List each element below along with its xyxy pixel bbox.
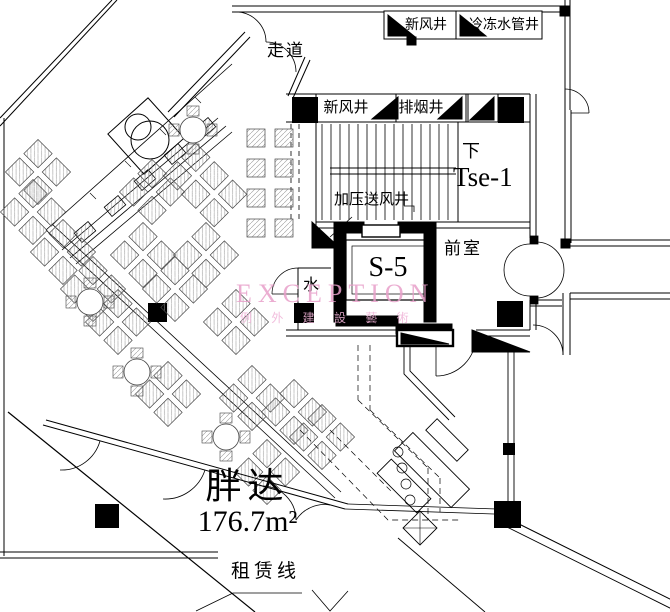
elevator-car	[345, 239, 431, 301]
water-room-label: 水	[303, 277, 320, 294]
storefront-doors	[42, 419, 498, 521]
right-rooms	[532, 110, 670, 356]
staircase	[321, 124, 456, 220]
elevator-id-label: S-5	[368, 252, 408, 283]
tenant-name-label: 胖达	[205, 465, 290, 506]
lease-line-label: 租赁线	[231, 561, 301, 582]
shaft-chilled-water-label: 冷冻水管井	[469, 16, 539, 32]
top-shaft-boxes	[383, 10, 543, 46]
shaft-pressurized-air-label: 加压送风井	[334, 191, 410, 208]
vestibule-label: 前室	[444, 239, 482, 258]
shaft-smoke-exhaust-label: 排烟井	[398, 99, 444, 116]
cashier-counter	[107, 97, 185, 175]
shaft-fresh-air-label: 新风井	[323, 99, 369, 116]
corridor-label: 走道	[267, 41, 305, 60]
tenant-area-label: 176.7m²	[197, 505, 298, 538]
stair-down-label: 下	[462, 141, 480, 161]
shaft-fresh-air-top-label: 新风井	[405, 16, 447, 32]
vestibule-doors	[503, 235, 565, 307]
stair-id-label: Tse-1	[453, 162, 513, 192]
lease-line	[7, 411, 670, 612]
building-outline	[0, 0, 571, 559]
structural-columns	[95, 97, 524, 528]
core-walls	[271, 93, 537, 377]
kitchen-area	[299, 345, 515, 546]
